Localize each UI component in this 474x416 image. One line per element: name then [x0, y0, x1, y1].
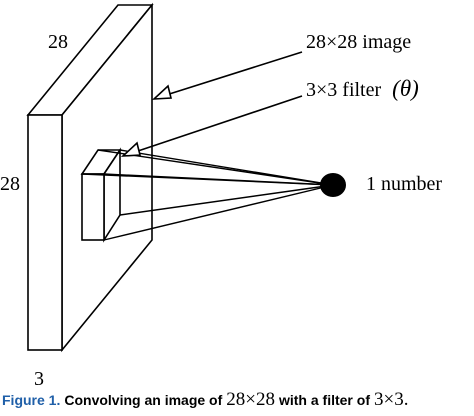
top-dimension-label: 28 — [48, 31, 68, 53]
filter-label-param: (θ) — [392, 76, 419, 101]
caption-math-filter-size: 3×3. — [373, 389, 409, 410]
image-slab-front — [27, 114, 63, 351]
projection-line-5 — [119, 184, 334, 216]
image-label: 28×28 image — [306, 31, 411, 53]
caption-text-before: Convolving an image of — [64, 392, 223, 408]
figure-caption: Figure 1. Convolving an image of 28×28 w… — [0, 389, 474, 411]
output-label: 1 number — [366, 173, 442, 195]
filter-arrow-head — [120, 141, 142, 157]
caption-label: Figure 1. — [2, 392, 61, 408]
caption-text-middle: with a filter of — [278, 392, 370, 408]
projection-lines — [81, 149, 334, 241]
projection-line-6 — [103, 184, 334, 241]
image-arrow-line — [162, 51, 303, 97]
filter-arrow-line — [131, 95, 303, 154]
projection-line-2 — [119, 149, 334, 186]
output-dot — [320, 173, 346, 197]
projection-line-4 — [103, 173, 334, 186]
caption-math-image-size: 28×28 — [226, 389, 275, 410]
filter-box-front — [81, 173, 105, 241]
filter-label: 3×3 filter (θ) — [306, 76, 419, 101]
depth-dimension-label: 3 — [34, 368, 44, 390]
filter-label-prefix: 3×3 filter — [306, 79, 381, 101]
filter-box — [80, 147, 122, 243]
image-arrow-head — [151, 84, 173, 100]
side-dimension-label: 28 — [0, 173, 20, 195]
arrows — [120, 51, 303, 157]
